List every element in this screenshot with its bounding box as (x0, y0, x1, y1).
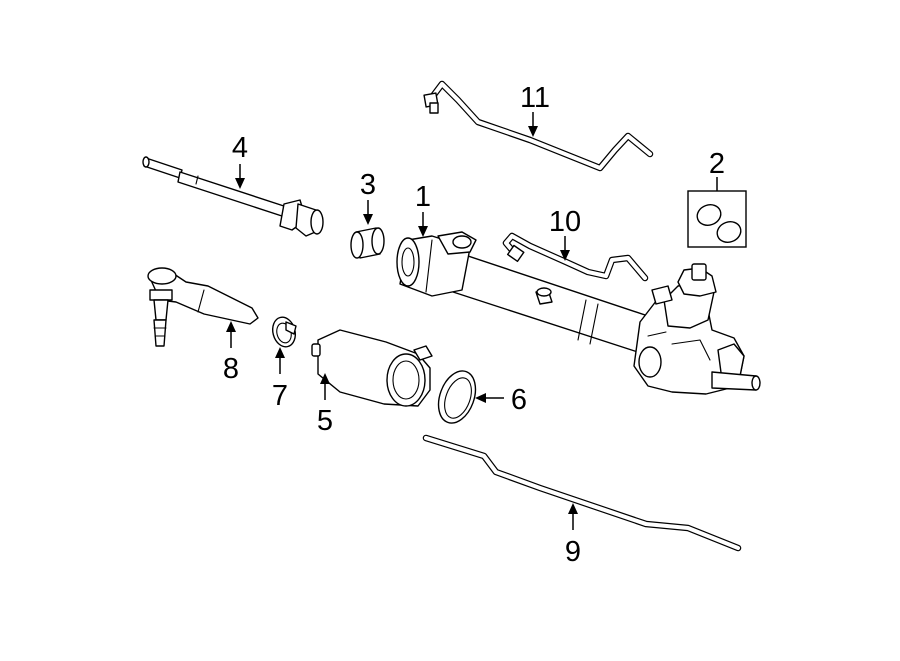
callout-9: 9 (565, 536, 581, 568)
callout-10: 10 (549, 206, 581, 238)
part-6-boot-clamp[interactable] (432, 366, 482, 428)
callout-7: 7 (272, 380, 288, 412)
part-3-bushing[interactable] (350, 227, 385, 259)
callout-3: 3 (360, 169, 376, 201)
callout-2: 2 (709, 148, 725, 180)
part-2-seal-kit[interactable] (687, 190, 747, 248)
callout-5: 5 (317, 405, 333, 437)
callout-labels: 1 2 3 4 5 6 7 8 9 10 11 (223, 82, 725, 568)
part-9-line[interactable] (422, 434, 742, 552)
part-7-boot-clamp[interactable] (269, 315, 298, 350)
part-5-rack-boot[interactable] (311, 329, 433, 407)
callout-8: 8 (223, 353, 239, 385)
callout-11: 11 (520, 82, 550, 114)
callout-4: 4 (232, 132, 248, 164)
part-11-pressure-line[interactable] (423, 80, 654, 172)
part-1-rack-and-pinion-gear[interactable] (396, 231, 761, 395)
callout-1: 1 (415, 181, 431, 213)
part-10-return-line[interactable] (502, 232, 649, 282)
part-8-outer-tie-rod-end[interactable] (147, 267, 259, 347)
part-4-inner-tie-rod[interactable] (142, 156, 324, 237)
callout-6: 6 (511, 384, 527, 416)
leader-lines (226, 112, 718, 530)
